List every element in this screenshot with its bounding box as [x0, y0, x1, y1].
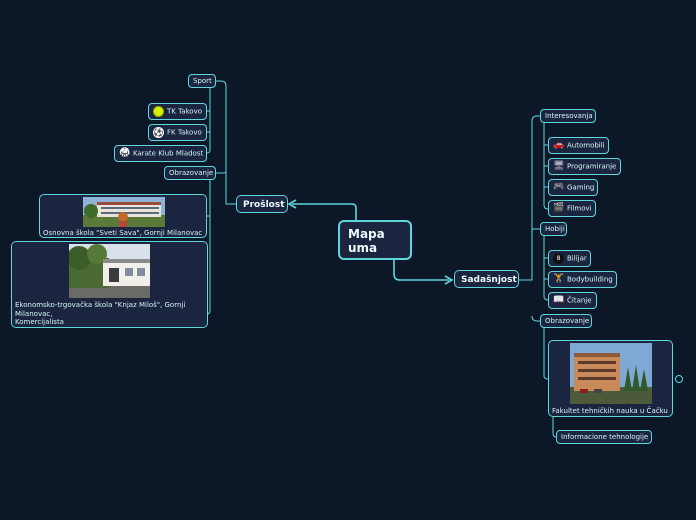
school-caption: Ekonomsko-trgovačka škola "Knjaz Miloš",…: [15, 301, 205, 327]
car-icon: 🚗: [553, 140, 564, 151]
faculty-caption: Fakultet tehničkih nauka u Čačku: [552, 407, 668, 416]
topic-sport[interactable]: Sport: [188, 74, 216, 88]
faculty-card[interactable]: Fakultet tehničkih nauka u Čačku: [548, 340, 673, 417]
topic-bodybuilding[interactable]: 🏋Bodybuilding: [548, 271, 617, 288]
topic-tk-takovo[interactable]: TK Takovo: [148, 103, 207, 120]
topic-gaming[interactable]: 🎮Gaming: [548, 179, 598, 196]
book-icon: 📖: [553, 295, 564, 306]
karate-icon: 🥋: [119, 148, 130, 159]
central-topic[interactable]: Mapa uma: [338, 220, 412, 260]
school-photo: [69, 244, 150, 298]
school-card-ekonomska[interactable]: Ekonomsko-trgovačka škola "Knjaz Miloš",…: [11, 241, 208, 328]
computer-icon: 🖥: [553, 161, 564, 172]
faculty-photo: [570, 343, 652, 404]
topic-fk-takovo[interactable]: ⚽FK Takovo: [148, 124, 207, 141]
billiard-ball-icon: 8: [553, 253, 564, 264]
topic-hobiji[interactable]: Hobiji: [540, 222, 567, 236]
school-card-osnovna[interactable]: Osnovna škola "Sveti Sava", Gornji Milan…: [39, 194, 207, 238]
topic-programiranje[interactable]: 🖥Programiranje: [548, 158, 621, 175]
clapperboard-icon: 🎬: [553, 203, 564, 214]
school-caption: Osnovna škola "Sveti Sava", Gornji Milan…: [43, 229, 202, 238]
topic-interesovanja[interactable]: Interesovanja: [540, 109, 596, 123]
branch-proslost[interactable]: Prošlost: [236, 195, 288, 213]
topic-citanje[interactable]: 📖Čitanje: [548, 292, 597, 309]
gamepad-icon: 🎮: [553, 182, 564, 193]
topic-karate-klub-mladost[interactable]: 🥋Karate Klub Mladost: [114, 145, 207, 162]
topic-obrazovanje-past[interactable]: Obrazovanje: [164, 166, 216, 180]
dumbbell-icon: 🏋: [553, 274, 564, 285]
tennis-ball-icon: [153, 106, 164, 117]
topic-obrazovanje-present[interactable]: Obrazovanje: [540, 314, 592, 328]
link-indicator-icon[interactable]: [675, 375, 683, 383]
soccer-ball-icon: ⚽: [153, 127, 164, 138]
branch-sadasnjost[interactable]: Sadašnjost: [454, 270, 519, 288]
topic-filmovi[interactable]: 🎬Filmovi: [548, 200, 596, 217]
topic-automobili[interactable]: 🚗Automobili: [548, 137, 609, 154]
topic-informacione-tehnologije[interactable]: Informacione tehnologije: [556, 430, 652, 444]
school-photo: [83, 197, 165, 227]
